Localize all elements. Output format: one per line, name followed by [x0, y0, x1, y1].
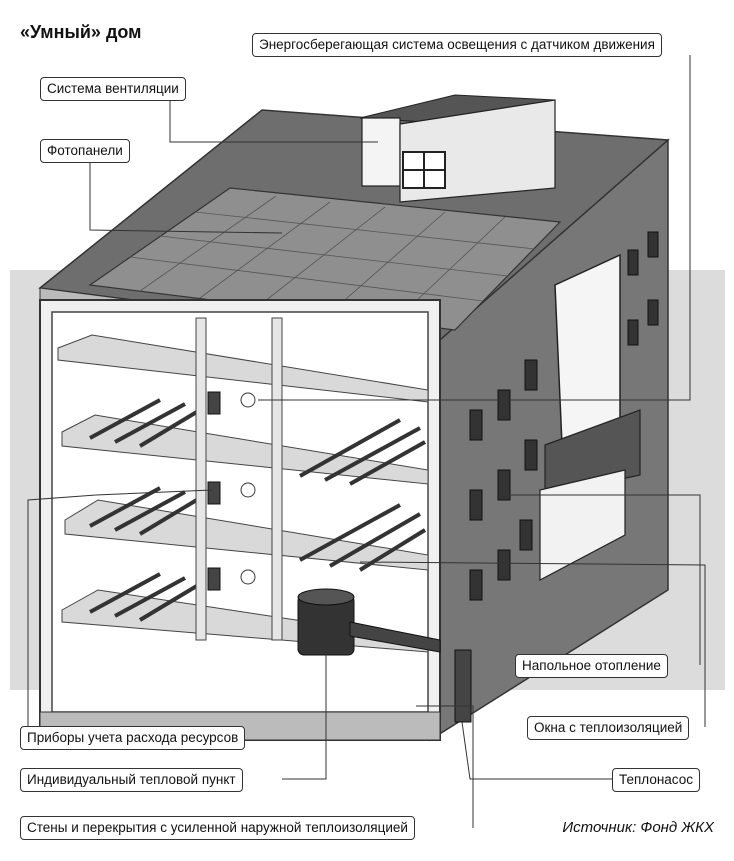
label-heat-pump: Теплонасос	[612, 768, 700, 792]
rooftop-box-left	[361, 117, 401, 187]
label-meters: Приборы учета расхода ресурсов	[20, 726, 246, 750]
side-windows	[469, 231, 659, 601]
label-solar-panels: Фотопанели	[40, 139, 130, 163]
meter-devices	[207, 391, 221, 591]
side-extension	[539, 469, 626, 581]
label-insulated-walls: Стены и перекрытия с усиленной наружной …	[20, 816, 415, 840]
label-ventilation: Система вентиляции	[40, 77, 186, 101]
floor-heating-coils	[89, 398, 427, 622]
label-insulated-windows: Окна с теплоизоляцией	[527, 716, 690, 740]
solar-panel-grid	[129, 195, 536, 322]
column-left	[195, 317, 207, 641]
source-credit: Источник: Фонд ЖКХ	[562, 819, 714, 836]
label-lighting: Энергосберегающая система освещения с да…	[252, 33, 662, 57]
heat-pump-unit	[454, 649, 472, 723]
label-heat-point: Индивидуальный тепловой пункт	[20, 768, 243, 792]
side-big-window	[554, 253, 621, 447]
heat-pipe	[349, 621, 441, 653]
floor-slabs	[57, 334, 429, 653]
diagram-title: «Умный» дом	[20, 22, 142, 42]
label-floor-heating: Напольное отопление	[515, 654, 668, 678]
motion-sensors	[240, 392, 256, 585]
column-right	[271, 317, 283, 641]
leader-lines	[27, 39, 706, 828]
